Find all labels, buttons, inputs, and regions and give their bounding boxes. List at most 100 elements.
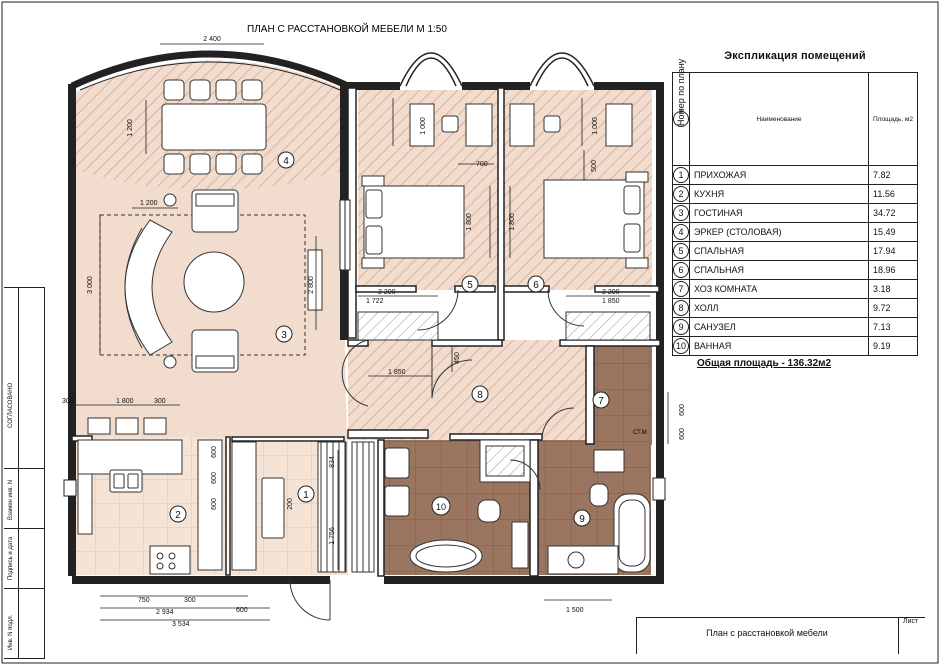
legend-header-row: Номер по плану Наименование Площадь, м2 (672, 59, 918, 166)
side-inv: Взамен инв. N (8, 479, 14, 520)
legend-table: Номер по плану Наименование Площадь, м2 … (672, 59, 918, 356)
plan-title: ПЛАН С РАССТАНОВКОЙ МЕБЕЛИ М 1:50 (247, 22, 447, 35)
dim-834: 834 (329, 456, 336, 468)
room-marker-4: 4 (283, 156, 289, 167)
dim-3534: 3 534 (172, 621, 190, 628)
legend-row-name: ГОСТИНАЯ (689, 203, 869, 223)
legend-row-name: ХОЛЛ (689, 298, 869, 318)
living-furniture (99, 189, 323, 373)
dimension-lines (76, 43, 669, 621)
room-marker-10: 10 (436, 502, 446, 512)
dim-1200b: 1 200 (140, 200, 158, 207)
dimension-texts: 2 400 1 200 3 000 2 800 1 200 1 000 700 … (62, 36, 686, 628)
dim-600f: 600 (679, 428, 686, 440)
legend-header-name: Наименование (689, 72, 869, 166)
side-sign: Подпись и дата (8, 536, 14, 580)
legend-row-name: СПАЛЬНАЯ (689, 260, 869, 280)
room-markers: 1 2 3 4 5 6 7 8 9 10 (169, 151, 610, 527)
room-marker-2: 2 (175, 510, 181, 521)
sheet-number-cell: Лист (898, 618, 925, 654)
legend-row-area: 3.18 (868, 279, 918, 299)
legend-row-number: 4 (672, 222, 690, 242)
room-marker-9: 9 (579, 514, 585, 525)
dim-300a: 300 (62, 398, 74, 405)
legend-row-area: 18.96 (868, 260, 918, 280)
legend-header-number: Номер по плану (672, 59, 690, 166)
room-marker-8: 8 (477, 390, 483, 401)
legend-row-number: 6 (672, 260, 690, 280)
dim-1850b: 1 850 (388, 369, 406, 376)
legend-row-area: 17.94 (868, 241, 918, 261)
dim-2200a: 2 200 (378, 289, 396, 296)
legend-row-number: 7 (672, 279, 690, 299)
dim-300b: 300 (154, 398, 166, 405)
dining-table (161, 79, 267, 175)
dim-600a: 600 (211, 446, 218, 458)
dim-450: 450 (454, 352, 461, 364)
balcony-arcs (399, 52, 595, 87)
room-marker-7: 7 (598, 396, 604, 407)
sheet-label: Лист (903, 618, 919, 625)
bedroom-6-furniture (509, 103, 651, 341)
bay-window-wall (70, 50, 350, 91)
legend-row-area: 7.13 (868, 317, 918, 337)
dim-1000b: 1 000 (592, 117, 599, 135)
dim-2400: 2 400 (203, 36, 221, 43)
legend-header-area: Площадь, м2 (868, 72, 918, 166)
dim-1756: 1 756 (329, 527, 336, 545)
kitchen-counters (77, 417, 223, 575)
legend-row-number: 1 (672, 165, 690, 185)
dim-600d: 600 (236, 607, 248, 614)
dim-1850a: 1 850 (602, 298, 620, 305)
legend-row-number: 5 (672, 241, 690, 261)
side-agreed: СОГЛАСОВАНО (8, 382, 14, 428)
legend-row-number: 3 (672, 203, 690, 223)
dim-2200b: 2 200 (602, 289, 620, 296)
side-inv-orig: Инв. N подл. (8, 614, 14, 650)
legend-row-number: 10 (672, 336, 690, 356)
legend-row-number: 2 (672, 184, 690, 204)
legend-row-area: 34.72 (868, 203, 918, 223)
legend-title: Экспликация помещений (724, 50, 866, 62)
dim-600b: 600 (211, 472, 218, 484)
dim-200: 200 (287, 498, 294, 510)
wardrobe-label: СТ.М (633, 430, 647, 436)
legend-row-area: 15.49 (868, 222, 918, 242)
title-block: План с расстановкой мебели Лист (636, 617, 925, 654)
legend-row-name: КУХНЯ (689, 184, 869, 204)
dim-1000a: 1 000 (420, 117, 427, 135)
wc-fixtures (547, 449, 651, 575)
bathroom-fixtures (384, 439, 531, 573)
entrance-wardrobe (231, 441, 375, 573)
side-stamp: СОГЛАСОВАНО Взамен инв. N Подпись и дата… (4, 287, 45, 659)
legend-row-area: 7.82 (868, 165, 918, 185)
legend-row-area: 9.72 (868, 298, 918, 318)
legend-row-name: ХОЗ КОМНАТА (689, 279, 869, 299)
dim-1722: 1 722 (366, 298, 384, 305)
dim-300c: 300 (184, 597, 196, 604)
dim-1800b: 1 800 (509, 213, 516, 231)
window-openings (63, 199, 666, 501)
dim-1200: 1 200 (127, 119, 134, 137)
total-area: Общая площадь - 136.32м2 (697, 358, 832, 369)
bedroom-5-furniture (357, 103, 493, 341)
legend-row-name: СПАЛЬНАЯ (689, 241, 869, 261)
dim-700: 700 (476, 161, 488, 168)
room-legend: Экспликация помещений Номер по плану Наи… (672, 50, 918, 356)
legend-row-number: 9 (672, 317, 690, 337)
dim-2934: 2 934 (156, 609, 174, 616)
title-block-caption: План с расстановкой мебели (706, 628, 828, 638)
dim-750: 750 (138, 597, 150, 604)
room-marker-3: 3 (281, 330, 287, 341)
legend-row-name: ПРИХОЖАЯ (689, 165, 869, 185)
room-marker-1: 1 (303, 490, 309, 501)
